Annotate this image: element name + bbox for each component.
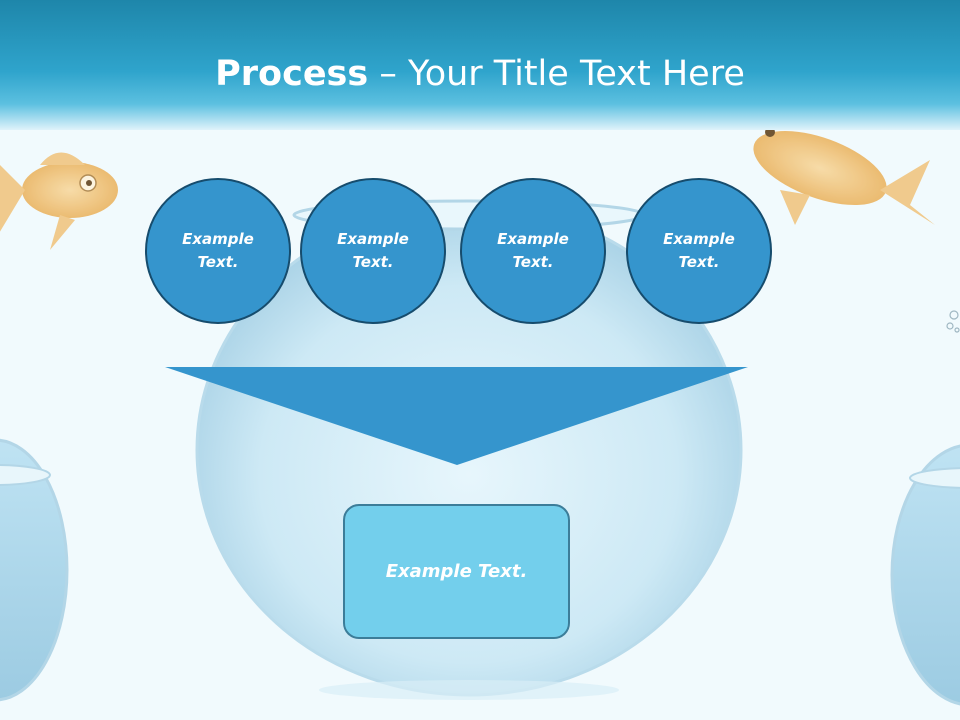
step-circle-3-text: Example Text. [497, 230, 569, 271]
result-box-text: Example Text. [385, 561, 528, 582]
header-band [0, 0, 960, 130]
step-circle-1[interactable]: Example Text. [145, 178, 291, 324]
left-fishbowl [0, 438, 69, 702]
step-circle-2[interactable]: Example Text. [300, 178, 446, 324]
slide-title: Process – Your Title Text Here [0, 52, 960, 96]
step-circle-4[interactable]: Example Text. [626, 178, 772, 324]
goldfish-right [745, 116, 935, 225]
step-circle-4-text: Example Text. [663, 230, 735, 271]
title-bold-part: Process [215, 54, 369, 94]
goldfish-left [0, 152, 118, 250]
funnel-arrow [165, 367, 748, 465]
right-fishbowl [890, 444, 960, 706]
step-circle-3[interactable]: Example Text. [460, 178, 606, 324]
step-circle-2-text: Example Text. [337, 230, 409, 271]
step-circle-1-text: Example Text. [182, 230, 254, 271]
title-rest-part: – Your Title Text Here [368, 54, 745, 94]
bubbles [946, 310, 960, 333]
result-box[interactable]: Example Text. [343, 504, 570, 639]
